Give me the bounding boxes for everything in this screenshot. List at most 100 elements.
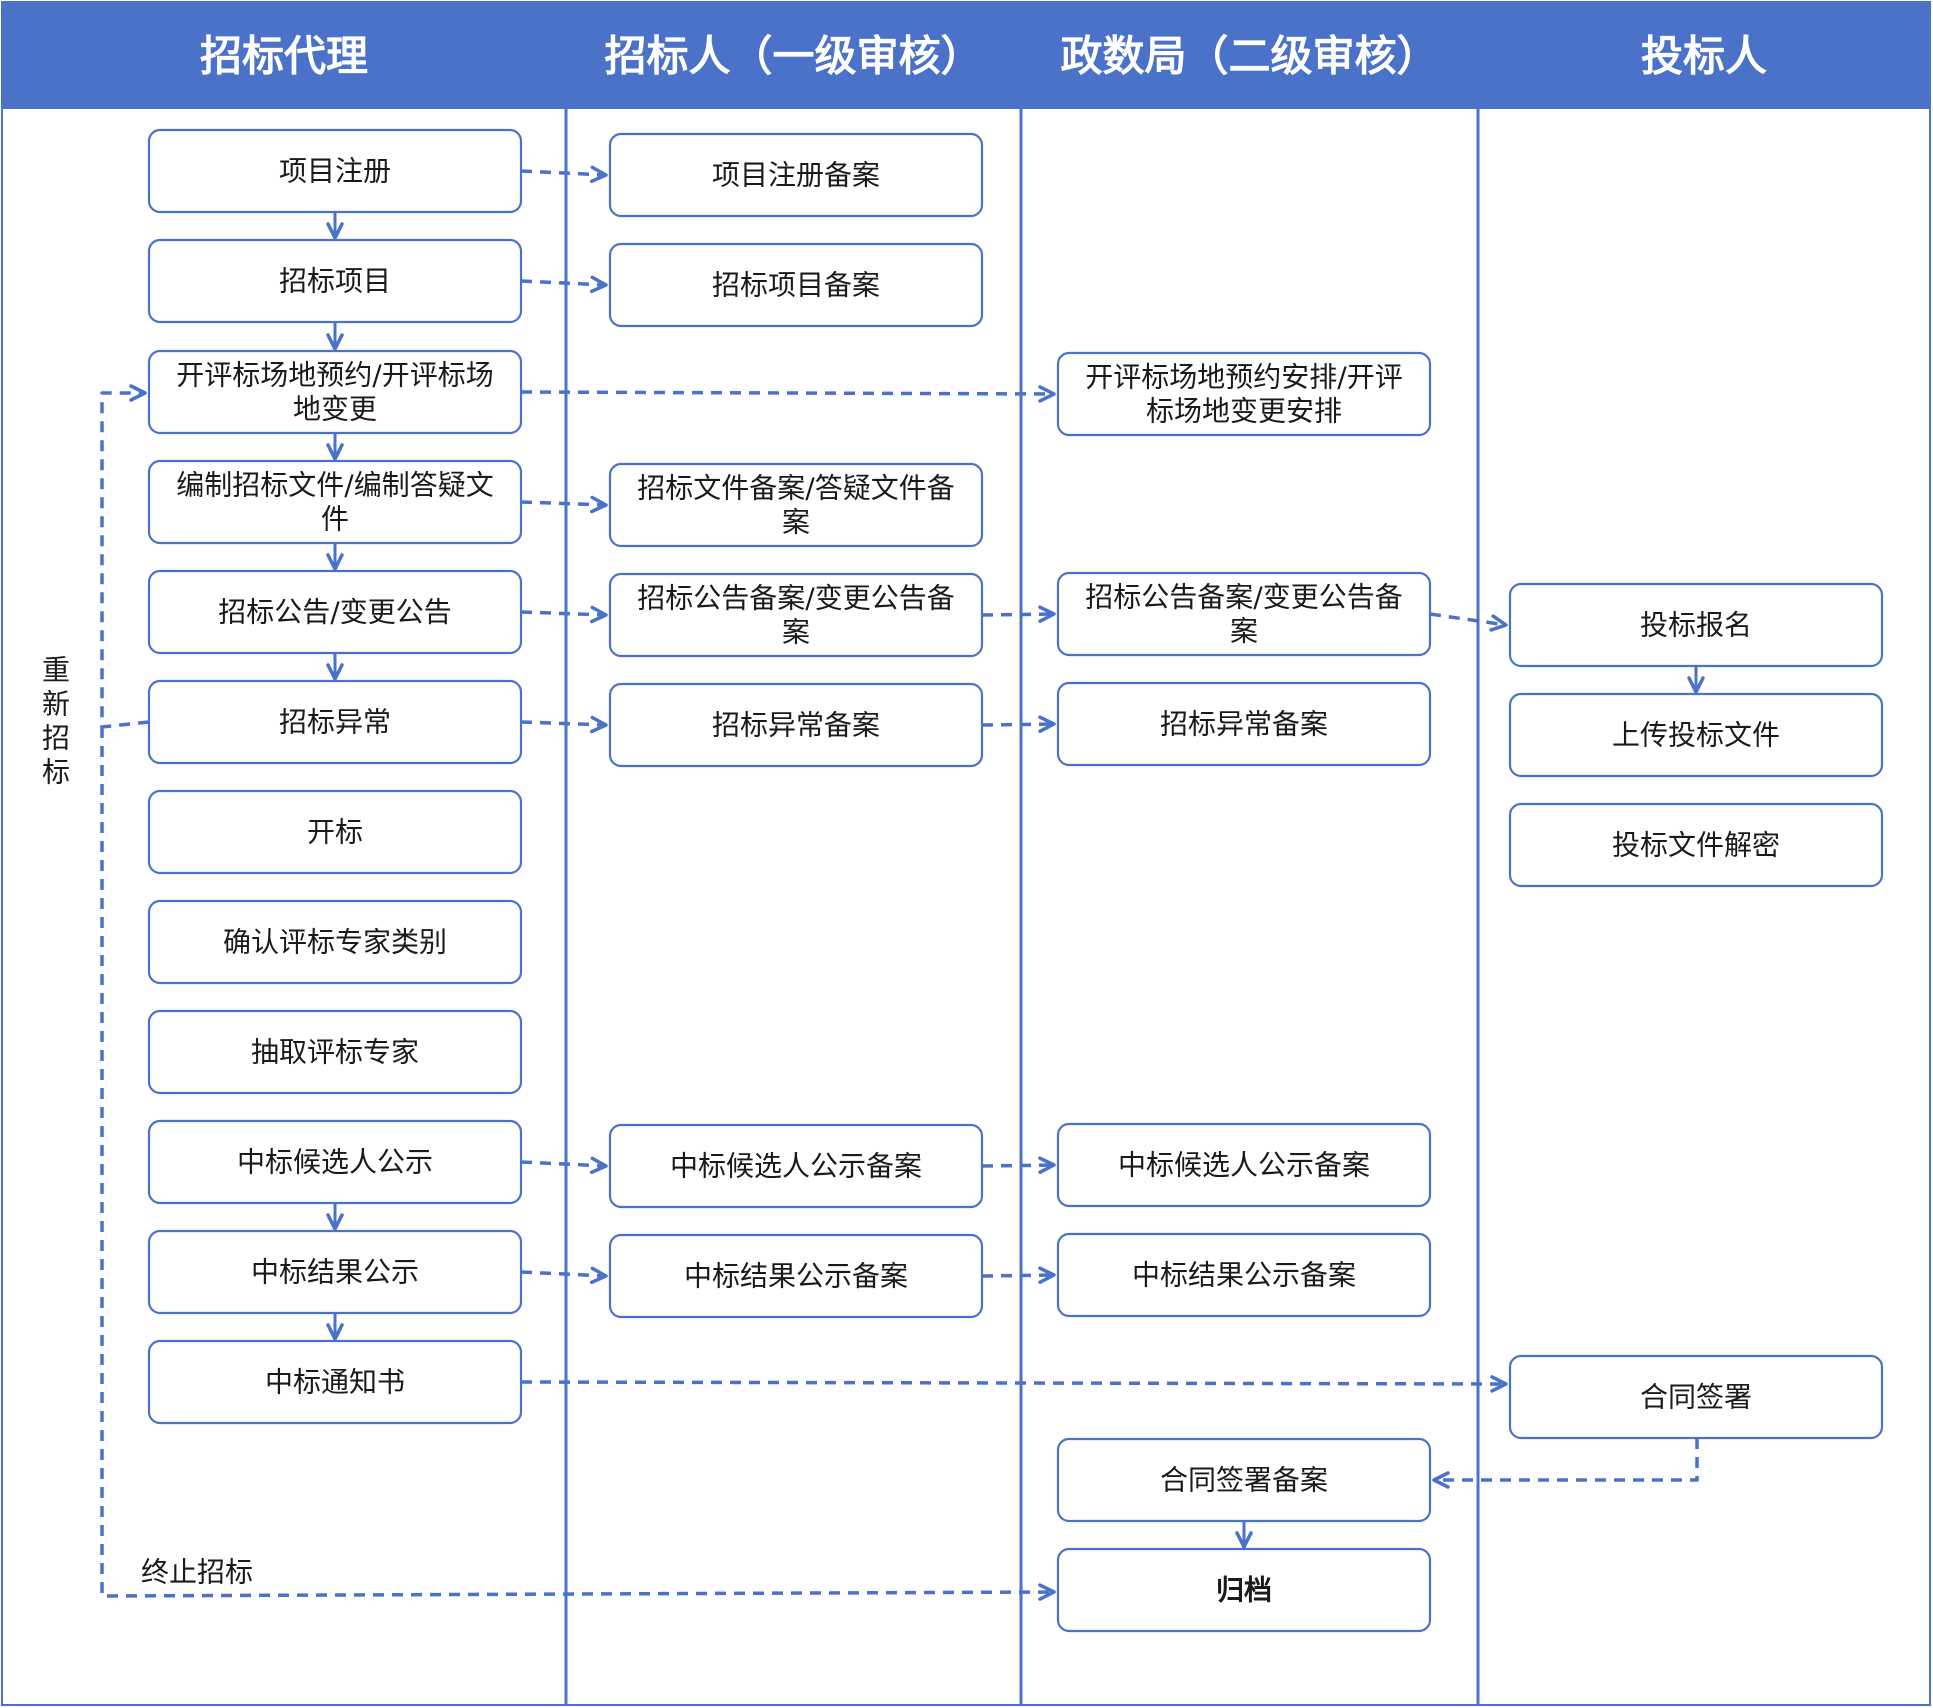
process-label: 案 (782, 616, 810, 649)
lane-header-bidder (1478, 2, 1930, 108)
process-label: 中标结果公示备案 (1132, 1259, 1356, 1292)
edge-a6-to-t5 (520, 715, 608, 734)
process-label: 地变更 (293, 393, 377, 426)
process-label: 开标 (307, 816, 363, 849)
edge-t7-to-g5 (981, 1266, 1056, 1284)
process-label: 项目注册 (279, 155, 391, 188)
process-node-g6: 合同签署备案 (1056, 1437, 1432, 1523)
process-label: 招标项目 (279, 265, 391, 298)
process-label: 中标候选人公示 (237, 1146, 433, 1179)
process-label: 投标文件解密 (1612, 829, 1780, 862)
process-box (608, 462, 984, 548)
process-label: 招标文件备案/答疑文件备 (637, 472, 954, 505)
process-label: 抽取评标专家 (251, 1036, 419, 1069)
edge-a1-to-t1 (520, 165, 608, 184)
edge-t6-to-g4 (981, 1156, 1056, 1174)
edge-a12-to-b4 (520, 1375, 1508, 1393)
process-node-t7: 中标结果公示备案 (608, 1233, 984, 1319)
lane-title-bidder: 投标人 (1641, 32, 1767, 81)
process-label: 招标项目备案 (712, 269, 880, 302)
edge-t5-to-g3 (981, 715, 1056, 733)
process-box (608, 682, 984, 768)
process-label: 中标候选人公示备案 (670, 1150, 922, 1183)
process-label: 案 (782, 506, 810, 539)
process-label: 投标报名 (1640, 609, 1752, 642)
process-label: 标场地变更安排 (1146, 395, 1342, 428)
process-label: 编制招标文件/编制答疑文 (176, 469, 493, 502)
edge-a6-to-g7 (100, 727, 1056, 1601)
process-node-a7: 开标 (147, 789, 523, 875)
process-box (1056, 571, 1432, 657)
process-node-t6: 中标候选人公示备案 (608, 1123, 984, 1209)
process-box (1056, 681, 1432, 767)
process-box (147, 1009, 523, 1095)
process-label: 开评标场地预约/开评标场 (176, 359, 493, 392)
process-box (147, 349, 523, 435)
process-box (147, 238, 523, 324)
process-box (147, 789, 523, 875)
process-label: 招标异常备案 (712, 709, 880, 742)
process-label: 招标公告备案/变更公告备 (637, 582, 954, 615)
process-label: 招标异常备案 (1160, 708, 1328, 741)
process-label: 归档 (1216, 1574, 1272, 1607)
process-label: 上传投标文件 (1612, 719, 1780, 752)
process-label: 招标公告/变更公告 (218, 596, 451, 629)
process-label: 合同签署备案 (1160, 1464, 1328, 1497)
lane-title-bureau: 政数局（二级审核） (1060, 32, 1438, 81)
process-box (1056, 1122, 1432, 1208)
process-node-a6: 招标异常 (147, 679, 523, 765)
process-box (147, 1229, 523, 1315)
process-node-t5: 招标异常备案 (608, 682, 984, 768)
process-node-t2: 招标项目备案 (608, 242, 984, 328)
process-node-g7: 归档 (1056, 1547, 1432, 1633)
process-label: 招标异常 (279, 706, 391, 739)
process-label: 中标通知书 (265, 1366, 405, 1399)
process-box (1056, 1437, 1432, 1523)
edge-a3-to-g1 (520, 385, 1056, 403)
edge-t4-to-g2 (981, 605, 1056, 623)
process-node-b2: 上传投标文件 (1508, 692, 1884, 778)
process-label: 案 (1230, 615, 1258, 648)
edge-a5-to-t4 (520, 605, 608, 624)
process-box (608, 572, 984, 658)
process-node-a9: 抽取评标专家 (147, 1009, 523, 1095)
process-node-b3: 投标文件解密 (1508, 802, 1884, 888)
process-box (1056, 1232, 1432, 1318)
edge-a4-to-t3 (520, 495, 608, 514)
edge-a10-to-t6 (520, 1156, 608, 1175)
process-node-b4: 合同签署 (1508, 1354, 1884, 1440)
process-node-a11: 中标结果公示 (147, 1229, 523, 1315)
edge-a2-to-t2 (520, 275, 608, 294)
edge-a6-to-a3 (100, 384, 150, 729)
process-box (147, 459, 523, 545)
process-box (1508, 582, 1884, 668)
nodes-layer: 项目注册招标项目开评标场地预约/开评标场地变更编制招标文件/编制答疑文件招标公告… (147, 128, 1884, 1633)
edge-a11-to-t7 (520, 1266, 608, 1285)
process-label: 中标结果公示备案 (684, 1260, 908, 1293)
process-node-g3: 招标异常备案 (1056, 681, 1432, 767)
lane-title-tenderer: 招标人（一级审核） (604, 32, 982, 81)
lane-header-tenderer (566, 2, 1021, 108)
edge-b4-to-g6 (1432, 1438, 1699, 1489)
lane-header-bureau (1021, 2, 1478, 108)
process-box (608, 1123, 984, 1209)
process-label: 确认评标专家类别 (223, 926, 447, 959)
process-box (1056, 1547, 1432, 1633)
process-box (147, 128, 523, 214)
process-box (1508, 1354, 1884, 1440)
process-box (608, 242, 984, 328)
edge-g2-to-b1 (1429, 612, 1508, 632)
process-box (608, 1233, 984, 1319)
process-box (1056, 351, 1432, 437)
